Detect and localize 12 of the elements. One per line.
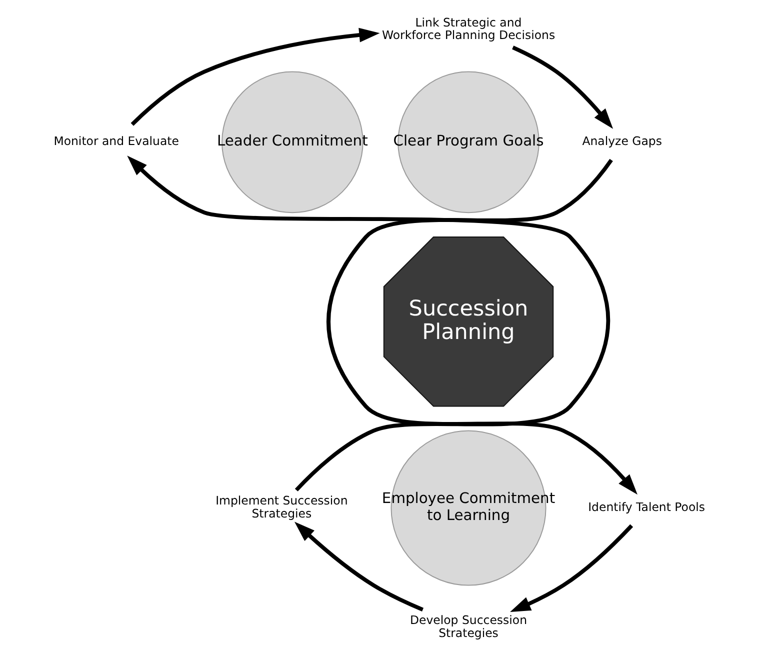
node-text: Link Strategic and Workforce Planning Decisions — [382, 15, 556, 42]
arrow — [130, 28, 380, 126]
arrow — [326, 158, 638, 495]
node-text: Implement Succession Strategies — [216, 494, 348, 520]
arrow — [127, 156, 610, 492]
node-text: Identify Talent Pools — [588, 500, 706, 514]
node-text: Develop Succession Strategies — [410, 613, 528, 640]
arrow — [512, 46, 614, 129]
node-text: Monitor and Evaluate — [54, 134, 179, 148]
arrow — [510, 524, 634, 612]
node-text: Analyze Gaps — [582, 134, 662, 148]
arrow — [294, 522, 424, 612]
